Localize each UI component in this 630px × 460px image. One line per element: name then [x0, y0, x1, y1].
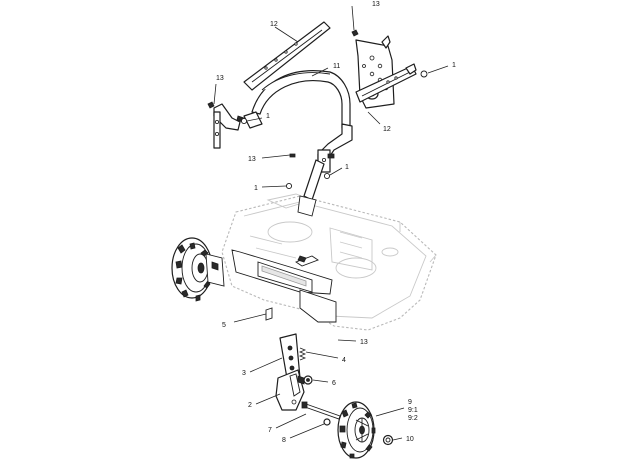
- handle-lower-right: [297, 123, 353, 217]
- callout-1-right: 1: [452, 62, 456, 69]
- callout-1-left: 1: [266, 113, 270, 120]
- axle-bolt: [301, 401, 341, 420]
- callout-13-lower: 13: [360, 339, 368, 346]
- callout-7: 7: [268, 427, 272, 434]
- leader-lines: [213, 5, 449, 441]
- handle-rail-lower: [355, 63, 417, 103]
- washer: [323, 418, 331, 426]
- callout-8: 8: [282, 437, 286, 444]
- callout-6: 6: [332, 380, 336, 387]
- knob-nuts: [207, 29, 428, 190]
- callout-13-left: 13: [216, 75, 224, 82]
- deck-frame: [231, 249, 337, 323]
- callout-10: 10: [406, 436, 414, 443]
- front-wheel: [337, 401, 376, 459]
- callout-12-upper: 12: [270, 21, 278, 28]
- callout-5: 5: [222, 322, 226, 329]
- callout-9-1: 9:1: [408, 407, 418, 414]
- callout-4: 4: [342, 357, 346, 364]
- callout-9: 9: [408, 399, 412, 406]
- spring: [298, 347, 307, 361]
- callout-3: 3: [242, 370, 246, 377]
- rear-wheel: [171, 237, 225, 302]
- callout-labels: 13 12 11 13 1 1 12 13 1 1 5 13 4 3 6 2 7…: [216, 1, 456, 444]
- callout-11: 11: [333, 63, 340, 70]
- small-pin: [265, 307, 273, 321]
- hub-cap: [382, 434, 394, 446]
- bushing: [303, 375, 313, 385]
- callout-13-top: 13: [372, 1, 380, 8]
- callout-12-lower: 12: [383, 126, 391, 133]
- callout-13-mid: 13: [248, 156, 256, 163]
- callout-9-2: 9:2: [408, 415, 418, 422]
- callout-1-low: 1: [254, 185, 258, 192]
- callout-1-mid: 1: [345, 164, 349, 171]
- callout-2: 2: [248, 402, 252, 409]
- wheel-bracket: [275, 369, 305, 411]
